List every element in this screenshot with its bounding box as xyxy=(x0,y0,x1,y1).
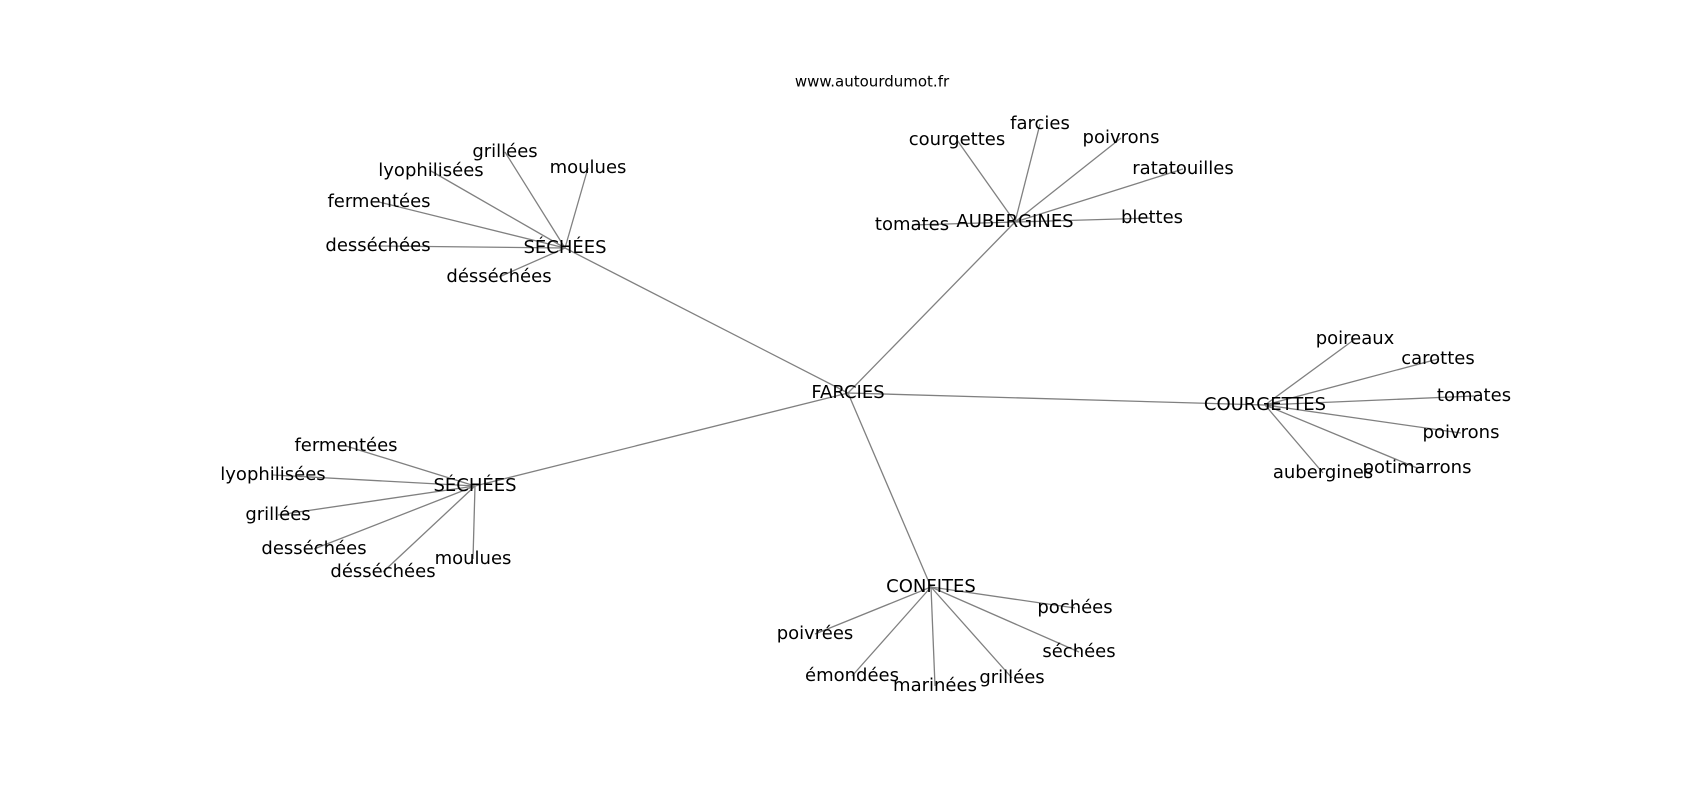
edge-cluster-to-word xyxy=(930,586,1080,653)
edge-cluster-to-word xyxy=(851,586,932,677)
word-node-label: poivrons xyxy=(1083,127,1160,148)
edge-cluster-to-word xyxy=(1264,404,1462,434)
edge-cluster-to-word xyxy=(1264,395,1475,406)
edge-cluster-to-word xyxy=(930,586,936,687)
edge-cluster-to-word xyxy=(1014,123,1041,223)
edge-cluster-to-word xyxy=(1264,338,1356,406)
word-node-label: courgettes xyxy=(909,129,1005,150)
site-url: www.autourdumot.fr xyxy=(795,73,950,91)
edge-cluster-to-word xyxy=(272,474,476,487)
word-node-label: blettes xyxy=(1121,207,1183,228)
edge-cluster-to-word xyxy=(814,586,932,635)
word-node-label: poivrées xyxy=(777,623,854,644)
edge-cluster-to-word xyxy=(430,170,566,249)
word-node-label: potimarrons xyxy=(1363,457,1472,478)
word-node-label: poireaux xyxy=(1316,328,1395,349)
word-node-label: fermentées xyxy=(294,435,397,456)
word-node-label: lyophilisées xyxy=(220,464,325,485)
word-node-label: carottes xyxy=(1401,348,1475,369)
word-node-label: désséchées xyxy=(446,266,551,287)
word-node-label: désséchées xyxy=(330,561,435,582)
word-node-label: aubergines xyxy=(1273,462,1373,483)
edge-cluster-to-word xyxy=(378,201,566,249)
labels: www.autourdumot.fr FARCIES SÉCHÉES moulues… xyxy=(220,73,1511,697)
word-node-label: émondées xyxy=(805,665,899,686)
edge-center-to-cluster xyxy=(564,247,849,394)
word-node-label: desséchées xyxy=(261,538,366,559)
edge-cluster-to-word xyxy=(313,485,476,550)
cluster-node-label: CONFITES xyxy=(886,576,976,597)
word-node-label: grillées xyxy=(472,141,537,162)
edge-center-to-cluster xyxy=(847,392,1266,406)
edge-cluster-to-word xyxy=(382,485,476,573)
word-node-label: marinées xyxy=(893,675,977,696)
edge-cluster-to-word xyxy=(1014,217,1153,223)
edge-cluster-to-word xyxy=(1264,358,1439,406)
edge-cluster-to-word xyxy=(277,485,476,516)
center-node-label: FARCIES xyxy=(811,382,884,403)
edge-cluster-to-word xyxy=(498,247,566,278)
edge-cluster-to-word xyxy=(1264,404,1418,469)
cluster-node-label: SÉCHÉES xyxy=(523,236,606,258)
word-node-label: pochées xyxy=(1037,597,1112,618)
word-node-label: poivrons xyxy=(1423,422,1500,443)
edge-center-to-cluster xyxy=(847,392,932,588)
edge-cluster-to-word xyxy=(504,151,566,249)
edge-cluster-to-word xyxy=(1014,137,1122,223)
cluster-node-label: COURGETTES xyxy=(1204,394,1326,415)
word-node-label: tomates xyxy=(875,214,949,235)
edge-cluster-to-word xyxy=(345,445,476,487)
word-node-label: grillées xyxy=(979,667,1044,688)
edge-cluster-to-word xyxy=(1014,168,1184,223)
edge-cluster-to-word xyxy=(930,586,1013,679)
edge-cluster-to-word xyxy=(564,167,589,249)
word-node-label: grillées xyxy=(245,504,310,525)
cluster-node-label: AUBERGINES xyxy=(956,211,1073,232)
word-node-label: moulues xyxy=(435,548,512,569)
edge-cluster-to-word xyxy=(911,221,1016,226)
word-node-label: fermentées xyxy=(327,191,430,212)
word-node-label: séchées xyxy=(1042,641,1115,662)
word-node-label: farcies xyxy=(1010,113,1070,134)
edges xyxy=(272,123,1475,687)
word-node-label: desséchées xyxy=(325,235,430,256)
word-node-label: moulues xyxy=(550,157,627,178)
cluster-node-label: SÉCHÉES xyxy=(433,474,516,496)
word-node-label: lyophilisées xyxy=(378,160,483,181)
edge-cluster-to-word xyxy=(1264,404,1324,474)
edge-center-to-cluster xyxy=(847,221,1016,394)
edge-cluster-to-word xyxy=(472,485,476,560)
edge-cluster-to-word xyxy=(930,586,1076,609)
edge-cluster-to-word xyxy=(377,245,566,249)
edge-center-to-cluster xyxy=(474,392,849,487)
word-node-label: ratatouilles xyxy=(1132,158,1233,179)
word-node-label: tomates xyxy=(1437,385,1511,406)
edge-cluster-to-word xyxy=(956,139,1016,223)
